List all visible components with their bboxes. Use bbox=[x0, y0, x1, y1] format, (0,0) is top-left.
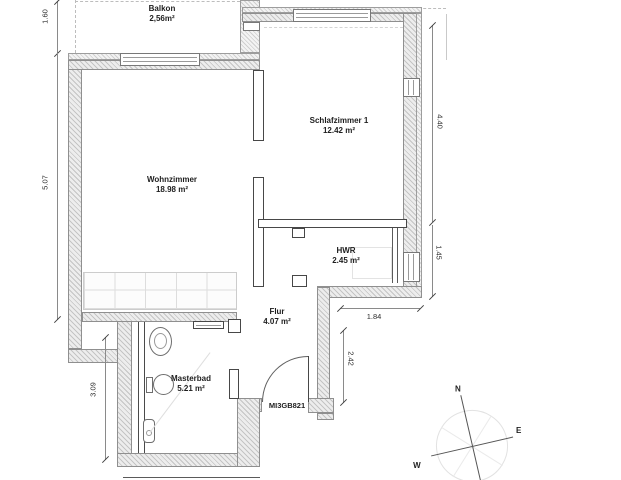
bedroom-ceiling-line bbox=[264, 27, 403, 28]
room-area: 18.98 m² bbox=[155, 185, 189, 194]
dim-text-entry-width: 1.84 bbox=[366, 312, 382, 321]
hwr-inner-partition bbox=[392, 228, 398, 283]
balcony-top-edge-line bbox=[75, 1, 240, 2]
wall-living-bath-divider bbox=[82, 312, 237, 322]
hwr-appliance-outline bbox=[352, 247, 392, 279]
wall-bedroom-bottom bbox=[258, 219, 407, 228]
room-area: 2,56m² bbox=[149, 14, 175, 23]
room-label-wohnzimmer: Wohnzimmer 18.98 m² bbox=[122, 175, 222, 195]
wall-hwr-bottom bbox=[317, 286, 422, 298]
hwr-side-window bbox=[403, 252, 420, 282]
balcony-side-panel bbox=[243, 22, 260, 31]
room-area: 5.21 m² bbox=[177, 384, 205, 393]
room-label-schlafzimmer: Schlafzimmer 1 12.42 m² bbox=[289, 116, 389, 136]
compass-west-label: W bbox=[413, 460, 421, 470]
living-builtin-unit bbox=[83, 272, 237, 310]
dim-text-entry-depth: 2.42 bbox=[346, 351, 356, 366]
bedroom-top-window bbox=[293, 9, 371, 22]
compass-east-label: E bbox=[516, 426, 522, 436]
room-label-masterbad: Masterbad 5.21 m² bbox=[141, 374, 241, 394]
balcony-window bbox=[120, 53, 200, 66]
dim-text-hwr: 1.45 bbox=[434, 245, 444, 260]
compass-rose: N E W bbox=[413, 385, 522, 480]
dim-line-hwr bbox=[432, 225, 433, 297]
slider-rail-line bbox=[196, 325, 221, 326]
dim-line-living bbox=[57, 53, 58, 320]
toilet-tank-icon bbox=[146, 377, 153, 393]
toilet-bowl-icon bbox=[153, 374, 174, 395]
balcony-open-edge-line bbox=[75, 0, 76, 53]
entrance-door-leaf bbox=[308, 356, 309, 402]
room-name: Flur bbox=[269, 307, 285, 316]
room-name: Masterbad bbox=[170, 374, 211, 383]
room-label-hwr: HWR 2.45 m² bbox=[296, 246, 396, 266]
dim-text-bath: 3.09 bbox=[88, 382, 98, 397]
dim-text-bedroom: 4.40 bbox=[435, 114, 445, 129]
bottom-cut-line bbox=[123, 477, 260, 478]
dim-line-balcony bbox=[57, 1, 58, 53]
hwr-door-jamb-top bbox=[292, 228, 305, 238]
dim-text-living: 5.07 bbox=[40, 175, 50, 190]
masterbad-jamb-upper bbox=[228, 319, 241, 333]
dim-line-entry-width bbox=[340, 308, 420, 309]
entrance-door-label: MI3GB821 bbox=[268, 401, 306, 410]
drain-circle-icon bbox=[146, 430, 152, 436]
wall-left-outer bbox=[68, 53, 82, 349]
room-area: 4.07 m² bbox=[263, 317, 291, 326]
wall-entry-right-tail bbox=[317, 413, 334, 420]
compass-north-label: N bbox=[454, 384, 461, 394]
entrance-door-swing bbox=[262, 356, 308, 402]
room-name: Balkon bbox=[148, 4, 176, 13]
bedroom-side-window bbox=[403, 78, 420, 97]
room-area: 12.42 m² bbox=[322, 126, 356, 135]
wall-masterbad-left bbox=[117, 312, 132, 457]
masterbad-top-slider bbox=[193, 321, 224, 329]
room-name: Wohnzimmer bbox=[146, 175, 198, 184]
sink-basin-icon bbox=[154, 333, 167, 349]
room-name: HWR bbox=[336, 246, 356, 255]
masterbad-pocket-door bbox=[229, 369, 239, 399]
room-name: Schlafzimmer 1 bbox=[309, 116, 369, 125]
shower-rail bbox=[138, 322, 145, 453]
room-label-balkon: Balkon 2,56m² bbox=[112, 4, 212, 24]
extension-line bbox=[446, 14, 447, 60]
compass-circle bbox=[428, 402, 516, 480]
hwr-door-jamb-bottom bbox=[292, 275, 307, 287]
wall-flur-right bbox=[317, 287, 330, 403]
wall-entry-right-foot bbox=[308, 398, 334, 413]
partition-living-bedroom-lower bbox=[253, 177, 264, 287]
dim-text-balcony: 1.60 bbox=[40, 9, 50, 24]
room-label-flur: Flur 4.07 m² bbox=[227, 307, 327, 327]
room-area: 2.45 m² bbox=[332, 256, 360, 265]
dim-line-entry-depth bbox=[343, 330, 344, 403]
wall-masterbad-right-lower bbox=[237, 398, 260, 467]
dim-line-bath bbox=[105, 337, 106, 460]
partition-living-bedroom-upper bbox=[253, 70, 264, 141]
dim-line-bedroom bbox=[432, 25, 433, 222]
